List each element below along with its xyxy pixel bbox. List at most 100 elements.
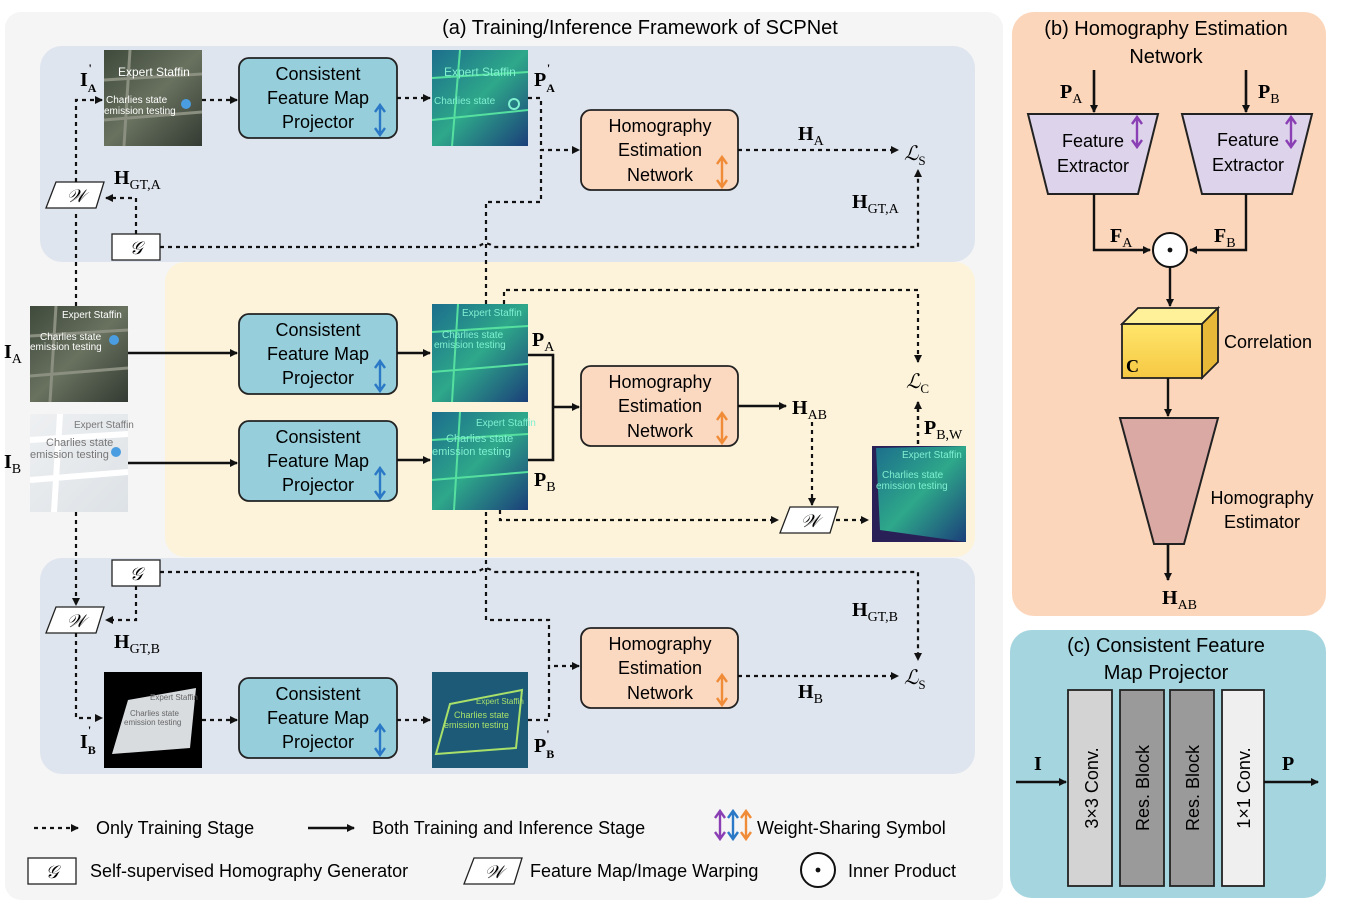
svg-text:Charlies state: Charlies state	[106, 95, 168, 106]
svg-text:𝒲: 𝒲	[485, 862, 508, 882]
layer-conv3x3	[1067, 689, 1113, 887]
svg-text:Expert Staffin: Expert Staffin	[462, 308, 522, 319]
svg-text:Charlies state: Charlies state	[882, 470, 944, 481]
label-HA: HA	[798, 123, 825, 149]
svg-text:Estimation: Estimation	[618, 396, 702, 416]
svg-text:𝒲: 𝒲	[801, 511, 824, 531]
panel-c-title-2: Map Projector	[1104, 662, 1229, 684]
cfmp-box-top: Consistent Feature Map Projector	[238, 57, 398, 139]
panel-b-label-HAB: HAB	[1162, 587, 1197, 613]
svg-text:𝒢: 𝒢	[130, 238, 146, 258]
svg-text:Consistent: Consistent	[275, 684, 360, 704]
homography-estimator-label-1: Homography	[1210, 488, 1313, 508]
svg-text:emission testing: emission testing	[876, 481, 948, 492]
svg-text:𝒲: 𝒲	[67, 186, 90, 206]
label-IA: IA	[4, 341, 23, 367]
weight-sharing-blue-icon	[374, 722, 386, 758]
warp-symbol-top: 𝒲	[45, 181, 105, 209]
weight-sharing-blue-icon	[374, 102, 386, 138]
svg-text:Charlies state: Charlies state	[446, 433, 513, 445]
label-LS-bottom: ℒS	[904, 667, 926, 692]
svg-text:Feature Map: Feature Map	[267, 344, 369, 364]
svg-text:1×1 Conv.: 1×1 Conv.	[1234, 747, 1254, 828]
svg-text:Consistent: Consistent	[275, 320, 360, 340]
svg-text:Expert Staffin: Expert Staffin	[476, 697, 524, 706]
svg-text:Feature Map: Feature Map	[267, 708, 369, 728]
svg-text:emission testing: emission testing	[104, 106, 176, 117]
weight-sharing-orange-icon	[716, 410, 728, 446]
svg-text:emission testing: emission testing	[434, 340, 506, 351]
panel-b-label-FB: FB	[1214, 225, 1236, 251]
cfmp-box-bottom: Consistent Feature Map Projector	[238, 677, 398, 759]
label-HB: HB	[798, 681, 823, 707]
feature-map-PA: Expert Staffin Charlies state emission t…	[431, 303, 529, 403]
legend-weight-sharing: Weight-Sharing Symbol	[757, 818, 946, 838]
generator-symbol-top: 𝒢	[111, 233, 161, 261]
feature-map-PBW: Expert Staffin Charlies state emission t…	[872, 446, 966, 542]
panel-c-output-label: P	[1282, 753, 1294, 775]
svg-text:Expert Staffin: Expert Staffin	[62, 310, 122, 321]
label-IB-prime: IB'	[80, 723, 96, 757]
panel-b-label-PB: PB	[1258, 81, 1280, 107]
warp-symbol-middle: 𝒲	[779, 506, 839, 534]
label-HGTA-right: HGT,A	[852, 191, 900, 217]
svg-text:𝒲: 𝒲	[67, 611, 90, 631]
weight-sharing-blue-icon	[374, 465, 386, 501]
feature-extractor-a: Feature Extractor	[1026, 113, 1160, 195]
feature-extractor-b: Feature Extractor	[1180, 113, 1314, 195]
svg-text:Network: Network	[627, 165, 694, 185]
weight-sharing-blue-icon	[374, 358, 386, 394]
legend-generator-icon	[27, 857, 77, 885]
solid-connections	[128, 349, 787, 467]
weight-sharing-orange-icon	[716, 672, 728, 708]
svg-text:Expert Staffin: Expert Staffin	[118, 65, 190, 79]
panel-b-label-FA: FA	[1110, 225, 1133, 251]
svg-text:𝒢: 𝒢	[130, 564, 146, 584]
label-PBW: PB,W	[924, 417, 963, 443]
svg-text:emission testing: emission testing	[30, 449, 109, 461]
layer-conv1x1	[1221, 689, 1265, 887]
image-IB: Expert Staffin Charlies state emission t…	[29, 413, 134, 513]
warp-symbol-bottom: 𝒲	[45, 606, 105, 634]
svg-text:Expert Staffin: Expert Staffin	[150, 693, 198, 702]
legend-generator: Self-supervised Homography Generator	[90, 861, 408, 881]
svg-text:Feature Map: Feature Map	[267, 88, 369, 108]
svg-text:Homography: Homography	[608, 116, 711, 136]
panel-b: (b) Homography Estimation Network PA PB …	[1012, 12, 1326, 616]
feature-map-PA-prime: Expert Staffin Charlies state	[431, 49, 529, 147]
svg-text:Feature: Feature	[1062, 131, 1124, 151]
weight-sharing-legend-icon	[714, 808, 752, 842]
label-PA-prime: PA'	[534, 61, 555, 95]
label-HAB: HAB	[792, 397, 827, 423]
svg-text:Res. Block: Res. Block	[1183, 744, 1203, 831]
svg-text:Res. Block: Res. Block	[1133, 744, 1153, 831]
hen-box-top: Homography Estimation Network	[580, 109, 739, 191]
svg-text:Charlies state: Charlies state	[40, 332, 102, 343]
svg-text:Expert Staffin: Expert Staffin	[476, 418, 536, 429]
feature-map-PB: Expert Staffin Charlies state emission t…	[431, 411, 536, 511]
svg-text:emission testing: emission testing	[124, 718, 181, 727]
hen-box-mid: Homography Estimation Network	[580, 365, 739, 447]
svg-text:𝒢: 𝒢	[46, 862, 62, 882]
svg-text:Network: Network	[627, 421, 694, 441]
svg-text:Homography: Homography	[608, 372, 711, 392]
svg-text:Charlies state: Charlies state	[46, 437, 113, 449]
svg-text:Charlies state: Charlies state	[454, 710, 509, 720]
svg-text:Consistent: Consistent	[275, 64, 360, 84]
svg-text:Feature Map: Feature Map	[267, 451, 369, 471]
svg-text:Extractor: Extractor	[1057, 156, 1129, 176]
cfmp-box-mid-a: Consistent Feature Map Projector	[238, 313, 398, 395]
correlation-label-C: C	[1126, 356, 1139, 376]
label-HGTB-left: HGT,B	[114, 631, 160, 657]
panel-c: (c) Consistent Feature Map Projector I 3…	[1010, 630, 1326, 898]
panel-c-title-1: (c) Consistent Feature	[1067, 635, 1265, 657]
hen-box-bottom: Homography Estimation Network	[580, 627, 739, 709]
generator-symbol-bottom: 𝒢	[111, 559, 161, 587]
image-IA: Expert Staffin Charlies state emission t…	[29, 305, 129, 403]
legend-only-training: Only Training Stage	[96, 818, 254, 838]
svg-text:emission testing: emission testing	[432, 446, 511, 458]
svg-text:Consistent: Consistent	[275, 427, 360, 447]
svg-text:Charlies state: Charlies state	[434, 96, 496, 107]
homography-estimator	[1118, 417, 1220, 545]
svg-text:3×3 Conv.: 3×3 Conv.	[1082, 747, 1102, 828]
